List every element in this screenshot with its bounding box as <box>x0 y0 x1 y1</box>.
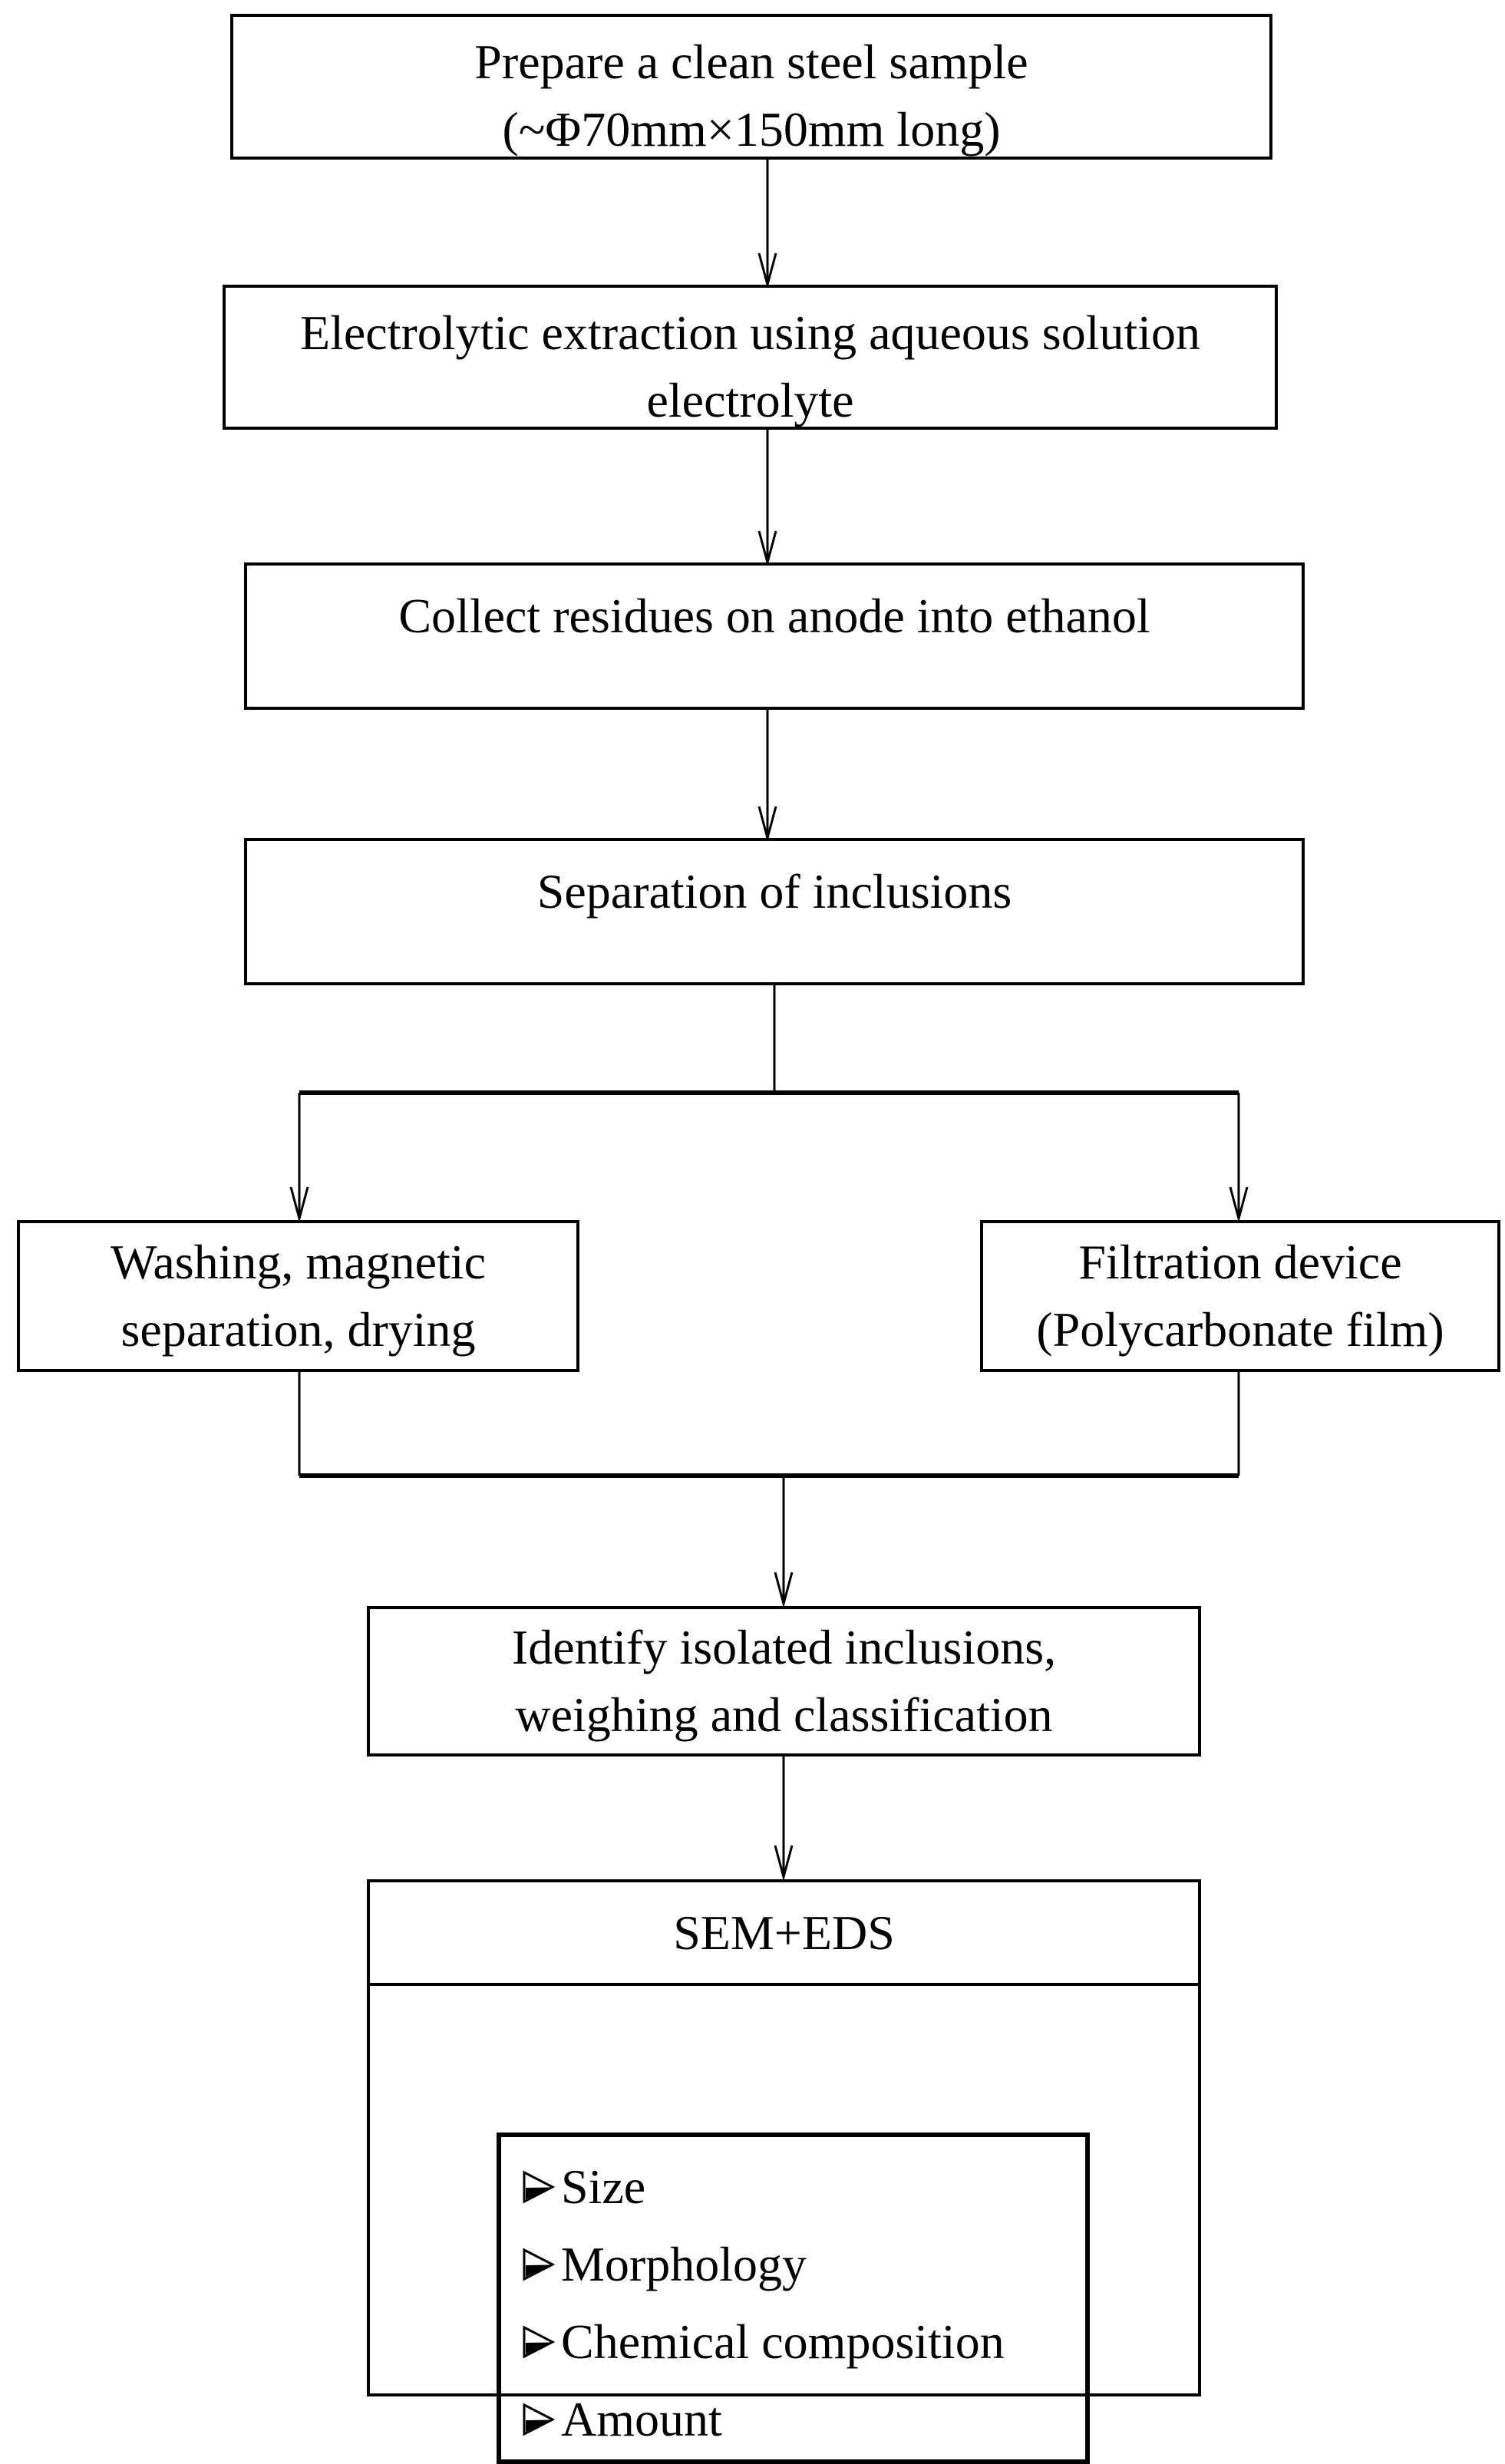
analysis-items-box: Size Morphology Chemical composition <box>497 2132 1090 2464</box>
arrowhead-bullet-icon <box>521 2325 556 2359</box>
node-label-line: Filtration device <box>1078 1235 1402 1289</box>
node-label-line: (~Φ70mm×150mm long) <box>502 102 1001 157</box>
sem-eds-body: Size Morphology Chemical composition <box>370 1986 1198 2464</box>
node-label-line: Electrolytic extraction using aqueous so… <box>299 305 1201 360</box>
list-item: Size <box>521 2148 1085 2225</box>
node-label-line: Prepare a clean steel sample <box>474 35 1028 89</box>
node-label-line: Identify isolated inclusions, <box>511 1620 1057 1674</box>
arrowhead-bullet-icon <box>521 2170 556 2204</box>
list-item: Morphology <box>521 2225 1085 2303</box>
merge-arrow-head <box>774 1572 794 1608</box>
list-item-label: Amount <box>561 2391 722 2446</box>
split-right-head <box>1229 1186 1249 1223</box>
arrow-final-head <box>774 1845 794 1882</box>
list-item-label: Size <box>561 2159 646 2214</box>
list-item: Chemical composition <box>521 2303 1085 2380</box>
node-label-line: separation, drying <box>120 1302 476 1357</box>
list-item-label: Chemical composition <box>561 2314 1005 2369</box>
list-item: Amount <box>521 2380 1085 2458</box>
node-electrolytic-extraction: Electrolytic extraction using aqueous so… <box>223 285 1278 430</box>
node-label-line: (Polycarbonate film) <box>1036 1302 1444 1357</box>
node-label-line: Washing, magnetic <box>111 1235 486 1289</box>
node-label-line: Collect residues on anode into ethanol <box>398 589 1150 643</box>
node-sem-eds: SEM+EDS Size Morphology <box>367 1879 1201 2464</box>
node-label-line: Separation of inclusions <box>536 864 1012 919</box>
node-collect-residues: Collect residues on anode into ethanol <box>244 562 1305 710</box>
node-washing-magnetic-separation: Washing, magnetic separation, drying <box>17 1220 579 1372</box>
sem-eds-title: SEM+EDS <box>673 1905 895 1960</box>
node-label-line: electrolyte <box>646 372 854 427</box>
arrowhead-bullet-icon <box>521 2403 556 2436</box>
node-prepare-sample: Prepare a clean steel sample (~Φ70mm×150… <box>230 14 1272 160</box>
sem-eds-header: SEM+EDS <box>370 1882 1198 1986</box>
arrowhead-bullet-icon <box>521 2248 556 2281</box>
node-filtration-device: Filtration device (Polycarbonate film) <box>980 1220 1500 1372</box>
node-identify-inclusions: Identify isolated inclusions, weighing a… <box>367 1606 1201 1756</box>
list-item-label: Morphology <box>561 2236 807 2291</box>
node-separation-of-inclusions: Separation of inclusions <box>244 838 1305 985</box>
node-label-line: weighing and classification <box>515 1687 1053 1742</box>
split-left-head <box>289 1186 309 1223</box>
